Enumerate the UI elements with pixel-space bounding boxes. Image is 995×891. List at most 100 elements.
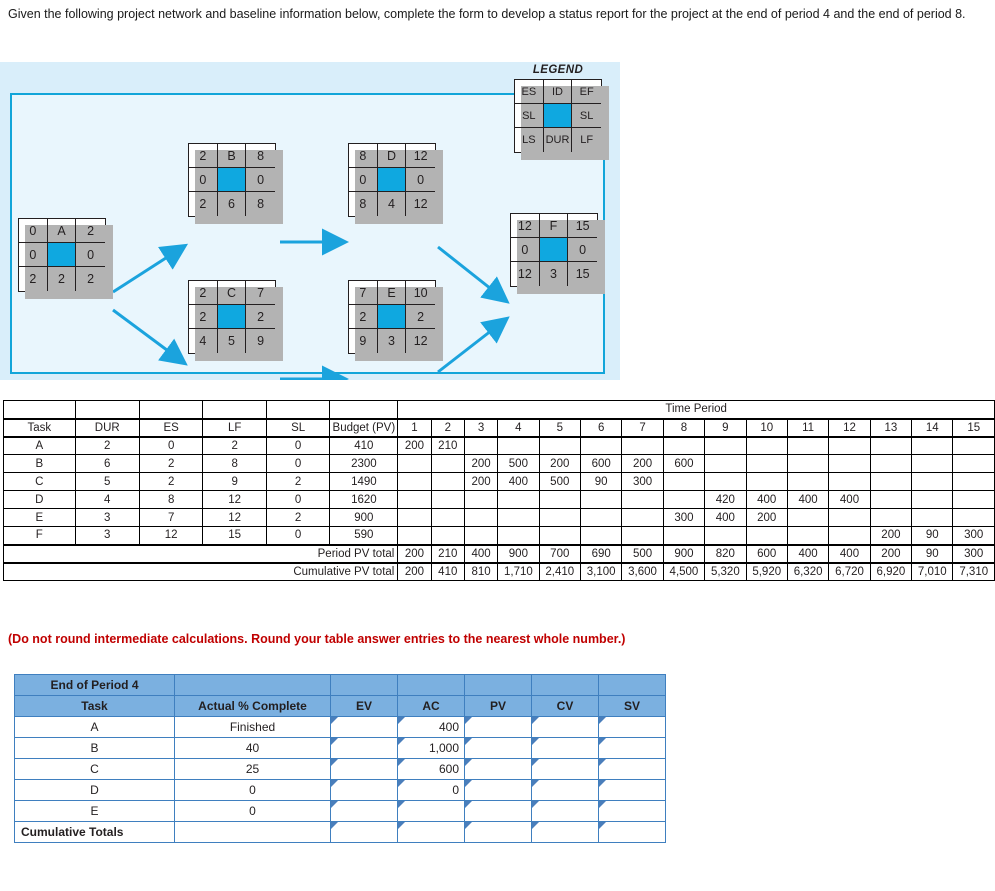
form-sv-input-a[interactable] [598, 716, 666, 738]
baseline-col-task: Task [3, 417, 76, 438]
baseline-lf: 15 [202, 526, 267, 545]
node-f-dur: 3 [540, 262, 569, 286]
cumulative-pv-total-cell: 5,320 [704, 561, 747, 581]
baseline-pv-cell [704, 526, 747, 545]
node-d-sl-right: 0 [406, 168, 435, 192]
node-a-ls: 2 [19, 267, 48, 291]
legend-node: ES ID EF SL SL LS DUR LF [514, 79, 609, 160]
baseline-pv-cell [869, 436, 913, 455]
baseline-pv-cell [786, 508, 830, 527]
cumulative-pv-total-cell: 6,720 [828, 561, 871, 581]
baseline-sl: 0 [265, 436, 331, 455]
form-ac-input-e[interactable] [397, 800, 465, 822]
baseline-period-10: 10 [745, 417, 788, 438]
rounding-note: (Do not round intermediate calculations.… [8, 632, 626, 646]
node-d-es: 8 [349, 144, 378, 168]
baseline-lf: 2 [202, 436, 267, 455]
baseline-period-4: 4 [497, 417, 540, 438]
form-ev-input-d[interactable] [330, 779, 398, 801]
form-pv-input-e[interactable] [464, 800, 532, 822]
baseline-pv-cell [463, 490, 499, 509]
baseline-superheader-row: Time Period [3, 400, 995, 419]
form-ev-input-b[interactable] [330, 737, 398, 759]
baseline-pv-cell [745, 472, 788, 491]
baseline-period-3: 3 [463, 417, 499, 438]
baseline-pv-cell [662, 526, 706, 545]
node-e-center-fill [377, 305, 407, 329]
node-d-lf: 12 [413, 197, 428, 211]
form-title: End of Period 4 [14, 674, 175, 696]
form-ac-input-b[interactable]: 1,000 [397, 737, 465, 759]
node-e-ef: 10 [406, 281, 435, 305]
form-col-cv: CV [531, 695, 599, 717]
form-pv-input-b[interactable] [464, 737, 532, 759]
form-ev-input-c[interactable] [330, 758, 398, 780]
legend-ls: LS [515, 128, 544, 152]
form-totals-sv-input[interactable] [598, 821, 666, 843]
node-f-es: 12 [511, 214, 540, 238]
project-network-diagram: 0 A 2 0 0 2 2 2 2 B 8 0 0 2 6 8 2 C 7 2 … [0, 62, 620, 380]
baseline-superheader-blank [329, 400, 399, 419]
form-col-sv: SV [598, 695, 666, 717]
baseline-sl: 2 [265, 472, 331, 491]
baseline-pv-cell [704, 436, 747, 455]
node-c-ef: 7 [246, 281, 275, 305]
form-ac-input-a[interactable]: 400 [397, 716, 465, 738]
form-cv-input-e[interactable] [531, 800, 599, 822]
form-cv-input-d[interactable] [531, 779, 599, 801]
form-ac-input-c[interactable]: 600 [397, 758, 465, 780]
baseline-pv-cell [497, 490, 540, 509]
node-f-sl-left: 0 [511, 238, 540, 262]
form-sv-input-e[interactable] [598, 800, 666, 822]
form-sv-input-d[interactable] [598, 779, 666, 801]
form-pv-input-a[interactable] [464, 716, 532, 738]
form-col-pv: PV [464, 695, 532, 717]
network-node-a: 0 A 2 0 0 2 2 2 [18, 218, 113, 299]
baseline-pv-cell [397, 526, 432, 545]
baseline-pv-cell [463, 526, 499, 545]
node-a-lf: 2 [87, 272, 95, 286]
baseline-pv-cell: 400 [704, 508, 747, 527]
baseline-period-14: 14 [911, 417, 954, 438]
node-c-sl-right: 2 [246, 305, 275, 329]
baseline-period-7: 7 [621, 417, 664, 438]
node-b-dur: 6 [218, 192, 247, 216]
period-pv-total-cell: 500 [621, 543, 664, 563]
node-a-sl-right: 0 [76, 243, 105, 267]
baseline-es: 8 [138, 490, 204, 509]
form-totals-pv-input[interactable] [464, 821, 532, 843]
baseline-pv-cell [952, 490, 995, 509]
form-ev-input-a[interactable] [330, 716, 398, 738]
baseline-dur: 2 [74, 436, 140, 455]
baseline-dur: 3 [74, 526, 140, 545]
form-sv-input-b[interactable] [598, 737, 666, 759]
node-e-sl-right: 2 [406, 305, 435, 329]
network-node-c: 2 C 7 2 2 4 5 9 [188, 280, 283, 361]
node-f-sl-right: 0 [568, 238, 597, 262]
form-title-blank [598, 674, 666, 696]
form-cv-input-c[interactable] [531, 758, 599, 780]
baseline-pv-cell [745, 454, 788, 473]
form-pv-input-d[interactable] [464, 779, 532, 801]
form-pv-input-c[interactable] [464, 758, 532, 780]
baseline-pv-cell [662, 490, 706, 509]
form-totals-cv-input[interactable] [531, 821, 599, 843]
form-ev-input-e[interactable] [330, 800, 398, 822]
form-cv-input-a[interactable] [531, 716, 599, 738]
baseline-pv-cell: 400 [745, 490, 788, 509]
form-title-blank [397, 674, 465, 696]
baseline-task: D [3, 490, 76, 509]
form-totals-ac-input[interactable] [397, 821, 465, 843]
baseline-pv-cell [662, 472, 706, 491]
node-f-lf: 15 [575, 267, 590, 281]
period-pv-total-cell: 900 [662, 543, 706, 563]
form-ac-input-d[interactable]: 0 [397, 779, 465, 801]
form-totals-ev-input[interactable] [330, 821, 398, 843]
form-cv-input-b[interactable] [531, 737, 599, 759]
form-sv-input-c[interactable] [598, 758, 666, 780]
